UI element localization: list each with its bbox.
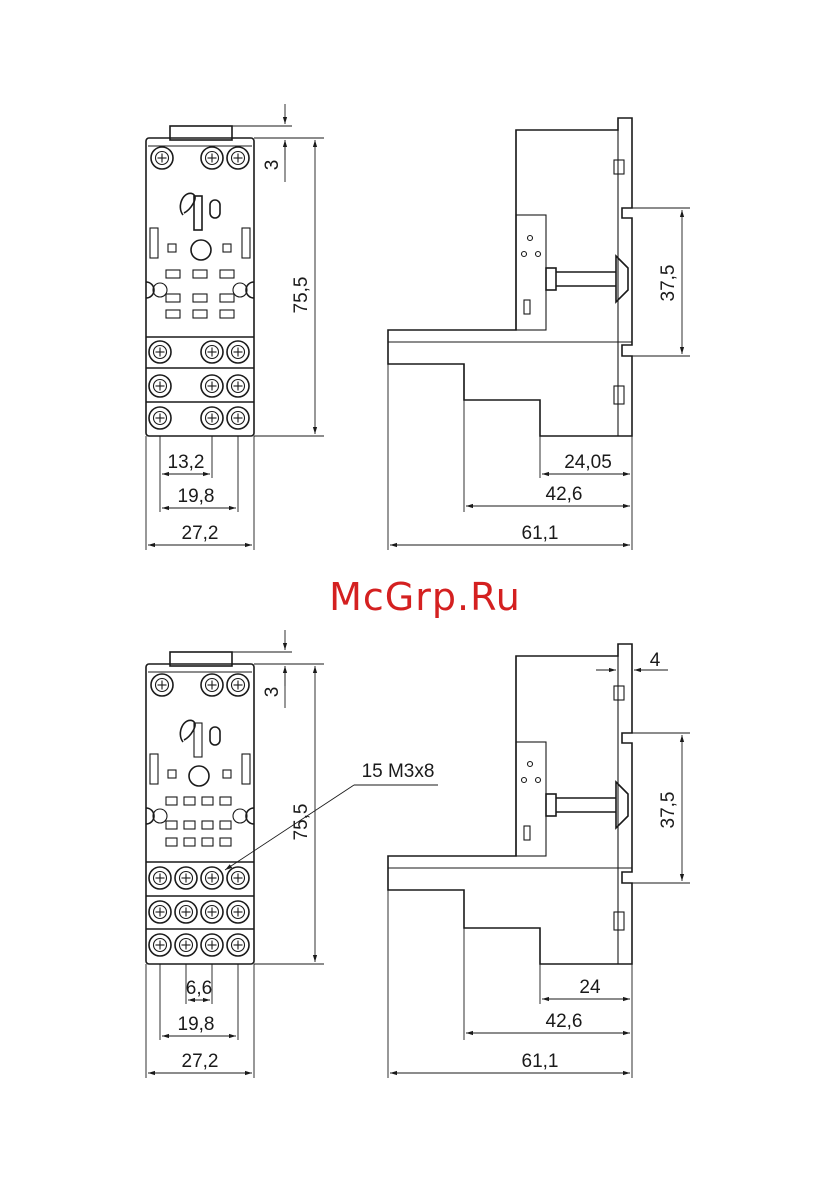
bottom-front-dimensions: 75,5 3 15 M3x8 6,6 19,8 27,2 xyxy=(146,630,438,1078)
dim-top-gap: 3 xyxy=(262,160,283,171)
terminal-screw xyxy=(151,147,173,169)
terminal-screw xyxy=(149,375,171,397)
dim-height: 75,5 xyxy=(291,804,312,841)
terminal-screw xyxy=(201,867,223,889)
dim-d2: 42,6 xyxy=(546,1011,583,1032)
watermark-text: McGrp.Ru xyxy=(329,575,521,619)
terminal-screw xyxy=(227,147,249,169)
dim-offset: 4 xyxy=(650,650,661,671)
terminal-screw xyxy=(175,901,197,923)
terminal-screw xyxy=(227,341,249,363)
bottom-side-view xyxy=(388,644,632,964)
terminal-screw xyxy=(201,901,223,923)
terminal-screw xyxy=(149,407,171,429)
dim-outer: 27,2 xyxy=(182,1051,219,1072)
dim-outer: 27,2 xyxy=(182,523,219,544)
dim-height: 75,5 xyxy=(291,277,312,314)
dim-mid: 19,8 xyxy=(178,486,215,507)
terminal-screw xyxy=(201,674,223,696)
dim-mid: 19,8 xyxy=(178,1014,215,1035)
terminal-screw xyxy=(201,934,223,956)
top-side-dimensions: 37,5 24,05 42,6 61,1 xyxy=(388,208,690,550)
terminal-screw xyxy=(227,934,249,956)
dim-rail: 37,5 xyxy=(658,792,679,829)
terminal-screw xyxy=(175,867,197,889)
terminal-screw xyxy=(201,147,223,169)
dim-rail: 37,5 xyxy=(658,265,679,302)
dim-d3: 61,1 xyxy=(522,1051,559,1072)
dim-d2: 42,6 xyxy=(546,484,583,505)
terminal-screw xyxy=(151,674,173,696)
dim-inner: 13,2 xyxy=(168,452,205,473)
dim-d3: 61,1 xyxy=(522,523,559,544)
terminal-screw xyxy=(201,407,223,429)
top-side-view xyxy=(388,118,632,436)
dim-top-gap: 3 xyxy=(262,687,283,698)
terminal-screw xyxy=(227,867,249,889)
screw-spec-callout: 15 M3x8 xyxy=(362,761,435,782)
terminal-screw xyxy=(227,901,249,923)
top-front-view xyxy=(146,126,254,436)
terminal-screw xyxy=(227,407,249,429)
terminal-screw xyxy=(201,341,223,363)
dim-inner: 6,6 xyxy=(186,978,212,999)
terminal-screw xyxy=(201,375,223,397)
contact-symbol-icon xyxy=(180,720,220,757)
dim-d1: 24 xyxy=(579,977,601,998)
terminal-screw xyxy=(149,867,171,889)
bottom-front-view xyxy=(146,652,254,964)
bottom-side-dimensions: 4 37,5 24 42,6 61,1 xyxy=(388,644,690,1078)
top-front-dimensions: 75,5 3 13,2 19,8 27,2 xyxy=(146,104,324,550)
terminal-screw xyxy=(149,341,171,363)
terminal-screw xyxy=(227,375,249,397)
dim-d1: 24,05 xyxy=(564,452,612,473)
contact-symbol-icon xyxy=(180,193,220,230)
terminal-screw xyxy=(149,901,171,923)
terminal-screw xyxy=(149,934,171,956)
terminal-screw xyxy=(227,674,249,696)
terminal-screw xyxy=(175,934,197,956)
